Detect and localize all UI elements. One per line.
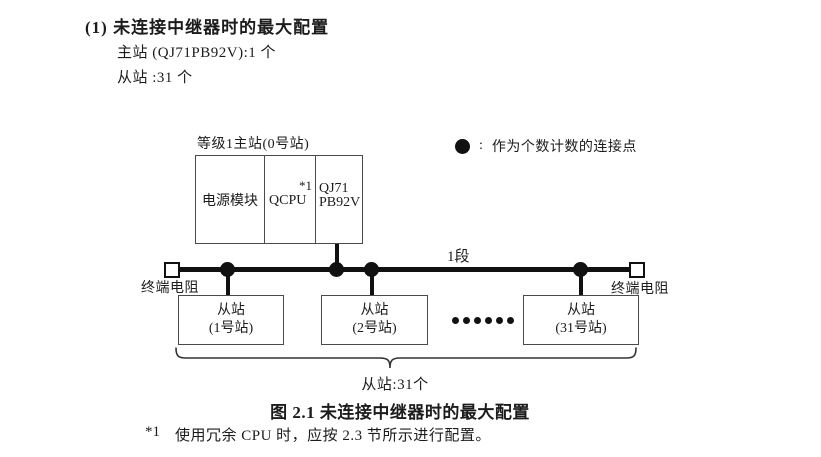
pb92v-line1: QJ71 (319, 181, 349, 196)
ellipsis-dot (507, 317, 514, 324)
power-module-label: 电源模块 (202, 193, 258, 209)
master-station-box: 电源模块 *1 QCPU QJ71 PB92V (195, 155, 363, 244)
slave2-line1: 从站 (360, 303, 389, 318)
master-station-label: 等级1主站(0号站) (197, 137, 310, 152)
slave-station-1-box: 从站 (1号站) (178, 295, 284, 345)
slave2-drop-line (370, 270, 374, 295)
slave-station-31-box: 从站 (31号站) (523, 295, 639, 345)
slave-group-count-label: 从站:31个 (361, 377, 429, 393)
slave31-line2: (31号站) (555, 321, 607, 336)
segment-label: 1段 (447, 249, 470, 265)
slave1-line1: 从站 (217, 303, 245, 318)
ellipsis-dot (474, 317, 481, 324)
slave3-drop-line (579, 270, 583, 295)
connection-point-dot (364, 262, 379, 277)
left-terminator-label: 终端电阻 (141, 281, 199, 296)
connection-point-icon (455, 138, 470, 154)
left-terminator-square (164, 262, 180, 278)
ellipsis-dots (452, 317, 514, 324)
right-terminator-label: 终端电阻 (611, 282, 669, 297)
footnote-marker: *1 (145, 424, 160, 440)
pb92v-module-cell: QJ71 PB92V (316, 156, 362, 243)
footnote-text: 使用冗余 CPU 时，应按 2.3 节所示进行配置。 (175, 428, 491, 444)
power-module-cell: 电源模块 (196, 156, 265, 243)
slave31-line1: 从站 (567, 303, 595, 318)
ellipsis-dot (463, 317, 470, 324)
slave1-drop-line (226, 270, 230, 295)
legend-label: 作为个数计数的连接点 (491, 140, 637, 155)
slave-group-brace (175, 347, 637, 369)
slave-count-line: 从站 :31 个 (117, 70, 193, 86)
legend: : 作为个数计数的连接点 (455, 136, 637, 156)
right-terminator-square (629, 262, 645, 278)
pb92v-line2: PB92V (319, 195, 361, 210)
connection-point-dot (220, 262, 235, 277)
master-drop-line (335, 244, 339, 270)
master-count-line: 主站 (QJ71PB92V):1 个 (117, 45, 277, 61)
cpu-footnote-ref: *1 (299, 178, 312, 193)
ellipsis-dot (496, 317, 503, 324)
cpu-module-label: QCPU (269, 193, 307, 208)
cpu-module-cell: *1 QCPU (265, 156, 316, 243)
ellipsis-dot (452, 317, 459, 324)
slave1-line2: (1号站) (208, 321, 254, 336)
figure-caption: 图 2.1 未连接中继器时的最大配置 (270, 403, 530, 422)
connection-point-dot (573, 262, 588, 277)
slave-station-2-box: 从站 (2号站) (321, 295, 428, 345)
pb92v-module-label: QJ71 PB92V (319, 182, 360, 210)
slave2-line2: (2号站) (352, 321, 397, 336)
ellipsis-dot (485, 317, 492, 324)
legend-separator: : (479, 138, 483, 153)
section-title: (1) 未连接中继器时的最大配置 (85, 18, 330, 37)
bus-line (171, 267, 638, 272)
connection-point-dot (329, 262, 344, 277)
